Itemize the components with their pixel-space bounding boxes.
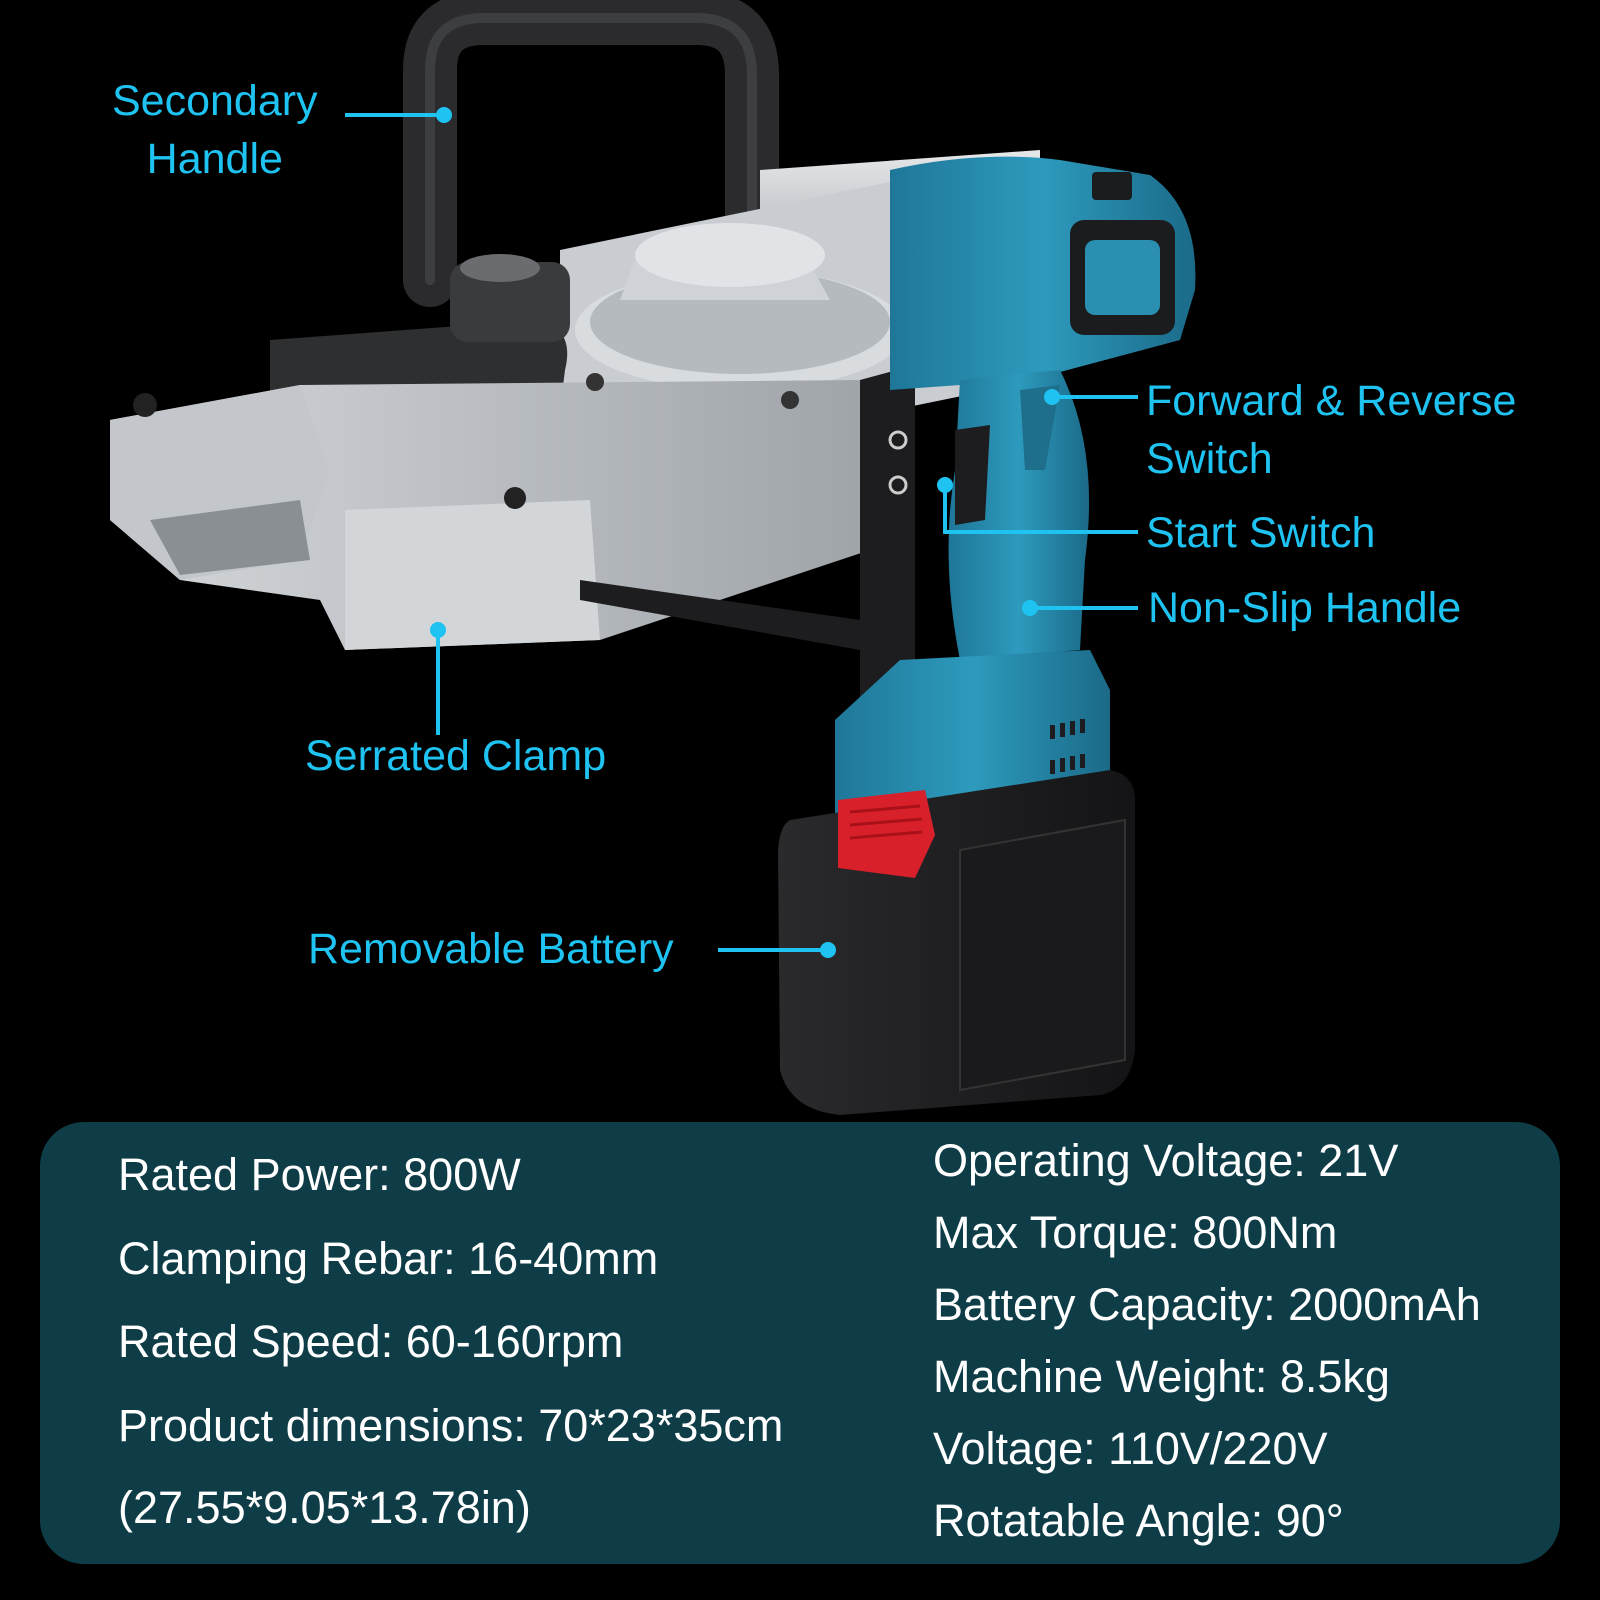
spec-rotatable-angle: Rotatable Angle: 90° [933,1495,1344,1546]
spec-clamping-rebar: Clamping Rebar: 16-40mm [118,1233,659,1284]
callout-start-switch: Start Switch [1146,509,1376,557]
spec-max-torque: Max Torque: 800Nm [933,1207,1338,1258]
spec-voltage: Voltage: 110V/220V [933,1423,1328,1474]
callout-non-slip-handle: Non-Slip Handle [1148,584,1462,632]
spec-rated-power: Rated Power: 800W [118,1149,521,1200]
spec-product-dimensions-in: (27.55*9.05*13.78in) [118,1482,531,1533]
callout-forward-reverse: Forward & Reverse Switch [1146,372,1516,488]
spec-operating-voltage: Operating Voltage: 21V [933,1135,1399,1186]
spec-panel: Rated Power: 800W Clamping Rebar: 16-40m… [40,1122,1560,1564]
callout-forward-reverse-line1: Forward & Reverse [1146,377,1517,425]
callout-secondary-handle-line2: Handle [146,135,283,183]
spec-product-dimensions: Product dimensions: 70*23*35cm [118,1400,784,1451]
support-bracket [580,365,915,715]
callout-serrated-clamp: Serrated Clamp [305,732,607,780]
callout-forward-reverse-line2: Switch [1146,435,1273,483]
spec-machine-weight: Machine Weight: 8.5kg [933,1351,1390,1402]
callout-secondary-handle: Secondary Handle [112,72,318,188]
callout-secondary-handle-line1: Secondary [112,77,318,125]
callout-removable-battery: Removable Battery [308,925,674,973]
spec-battery-capacity: Battery Capacity: 2000mAh [933,1279,1481,1330]
spec-rated-speed: Rated Speed: 60-160rpm [118,1316,624,1367]
